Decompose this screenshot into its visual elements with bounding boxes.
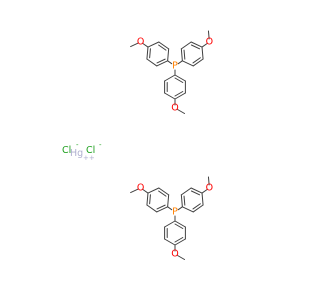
- ligand2-aryl-right-ring-bond-2: [190, 187, 203, 194]
- ligand1-aryl-left-ring-bond-2: [146, 46, 149, 60]
- ligand1-aryl-right-ring-bond-0: [180, 48, 183, 62]
- ligand1-aryl-right-ring-bond-2: [190, 41, 203, 48]
- mercury-atom: Hg: [70, 148, 83, 159]
- ligand2-aryl-bottom-ring-bond-3: [164, 238, 176, 246]
- ligand1-aryl-right-c-o-bond: [201, 43, 208, 48]
- ligand1-aryl-right-ring-bond-5: [181, 60, 194, 67]
- chlorine-atom-1: Cl: [62, 145, 71, 156]
- ligand2-aryl-right-c-o-bond: [201, 189, 208, 194]
- ligand1-aryl-right-p-c-bond: [177, 60, 183, 65]
- ligand2-aryl-right-ring-bond-5: [181, 206, 194, 213]
- ligand2-aryl-left-ring-bond-2: [146, 192, 149, 206]
- mercury-charge: ++: [83, 154, 95, 162]
- ligand1-aryl-bottom-ring-bond-2: [174, 92, 186, 100]
- ligand2-aryl-left-ring-double-0: [156, 204, 166, 210]
- ligand1-aryl-bottom-o-ch3-bond: [177, 109, 186, 114]
- ligand2-aryl-right-p-c-bond: [177, 206, 183, 211]
- ligand2-aryl-bottom-ring-bond-0: [174, 220, 186, 228]
- ligand2-aryl-right-ring-bond-1: [180, 187, 192, 196]
- ligand2-aryl-right-ring-double-2: [190, 190, 201, 196]
- ligand1-aryl-left-oxygen-atom: O: [137, 36, 144, 47]
- ligand1-aryl-bottom-ring-double-0: [174, 77, 184, 83]
- ligand2-aryl-bottom-ring-double-2: [174, 237, 184, 243]
- chloride-charge-1: -: [76, 141, 79, 149]
- chlorine-atom-2: Cl: [86, 145, 95, 156]
- ligand2-aryl-right-ring-double-4: [192, 203, 201, 210]
- ligand1-aryl-right-oxygen-atom: O: [206, 36, 213, 47]
- ligand1-aryl-left-o-ch3-bond: [130, 42, 139, 48]
- ligand2-aryl-left-c-o-bond: [142, 189, 149, 194]
- phosphorus-atom-1: P: [172, 61, 178, 72]
- ligand2-aryl-left-ring-bond-3: [147, 187, 160, 194]
- bond-layer: [130, 30, 210, 260]
- ligand2-aryl-left-ring-bond-1: [146, 204, 158, 213]
- ligand2-aryl-left-oxygen-atom: O: [137, 182, 144, 193]
- molecule-structure: Cl - Hg ++ Cl - P O O O P O O O: [62, 30, 213, 260]
- ligand2-aryl-left-o-ch3-bond: [130, 188, 139, 194]
- ligand1-aryl-right-ring-bond-3: [201, 46, 204, 60]
- ligand2-aryl-left-ring-bond-0: [156, 206, 169, 213]
- ligand1-aryl-right-ring-double-0: [183, 49, 186, 60]
- ligand2-aryl-right-ring-double-0: [183, 195, 186, 206]
- ligand1-aryl-left-c-o-bond: [142, 43, 149, 48]
- ligand2-aryl-left-ring-double-4: [158, 190, 167, 197]
- ligand1-aryl-bottom-ring-bond-3: [164, 92, 176, 100]
- ligand1-aryl-bottom-ring-double-2: [174, 91, 184, 97]
- ligand2-aryl-right-oxygen-atom: O: [206, 182, 213, 193]
- ligand1-aryl-left-p-c-bond: [167, 60, 173, 65]
- ligand1-aryl-bottom-oxygen-atom: O: [171, 103, 178, 114]
- ligand2-aryl-right-ring-bond-4: [192, 204, 204, 213]
- ligand2-aryl-bottom-ring-bond-2: [174, 238, 186, 246]
- ligand2-aryl-right-ring-bond-3: [201, 192, 204, 206]
- ligand2-aryl-bottom-o-ch3-bond: [177, 255, 186, 260]
- chloride-charge-2: -: [99, 141, 102, 149]
- ligand2-aryl-right-o-ch3-bond: [207, 176, 210, 186]
- ligand2-aryl-bottom-ring-bond-5: [164, 220, 176, 228]
- ligand1-aryl-bottom-ring-bond-5: [164, 74, 176, 82]
- ligand1-aryl-left-ring-bond-3: [147, 41, 160, 48]
- ligand2-aryl-left-ring-double-2: [149, 194, 151, 205]
- ligand2-aryl-left-ring-bond-4: [158, 187, 170, 196]
- ligand2-aryl-bottom-ring-double-0: [174, 223, 184, 229]
- ligand1-aryl-right-ring-double-2: [190, 44, 201, 50]
- ligand2-aryl-left-ring-bond-5: [167, 194, 170, 208]
- molecule-canvas: Cl - Hg ++ Cl - P O O O P O O O: [62, 30, 214, 260]
- ligand2-aryl-left-p-c-bond: [167, 206, 173, 211]
- ligand1-aryl-left-ring-bond-0: [156, 60, 169, 67]
- ligand2-aryl-right-ring-bond-0: [180, 194, 183, 208]
- ligand1-aryl-right-ring-bond-4: [192, 58, 204, 67]
- ligand1-aryl-left-ring-bond-4: [158, 41, 170, 50]
- ligand1-aryl-left-ring-double-2: [149, 48, 151, 59]
- ligand2-aryl-bottom-oxygen-atom: O: [171, 249, 178, 260]
- ligand1-aryl-left-ring-double-4: [158, 44, 167, 51]
- phosphorus-atom-2: P: [172, 207, 178, 218]
- ligand1-aryl-left-ring-double-0: [156, 58, 166, 64]
- ligand1-aryl-left-ring-bond-5: [167, 48, 170, 62]
- ligand1-aryl-left-ring-bond-1: [146, 58, 158, 67]
- ligand1-aryl-bottom-ring-bond-0: [174, 74, 186, 82]
- ligand1-aryl-right-o-ch3-bond: [207, 30, 210, 40]
- ligand1-aryl-right-ring-double-4: [192, 57, 201, 64]
- ligand1-aryl-right-ring-bond-1: [180, 41, 192, 50]
- atom-label-layer: Cl - Hg ++ Cl - P O O O P O O O: [62, 36, 213, 259]
